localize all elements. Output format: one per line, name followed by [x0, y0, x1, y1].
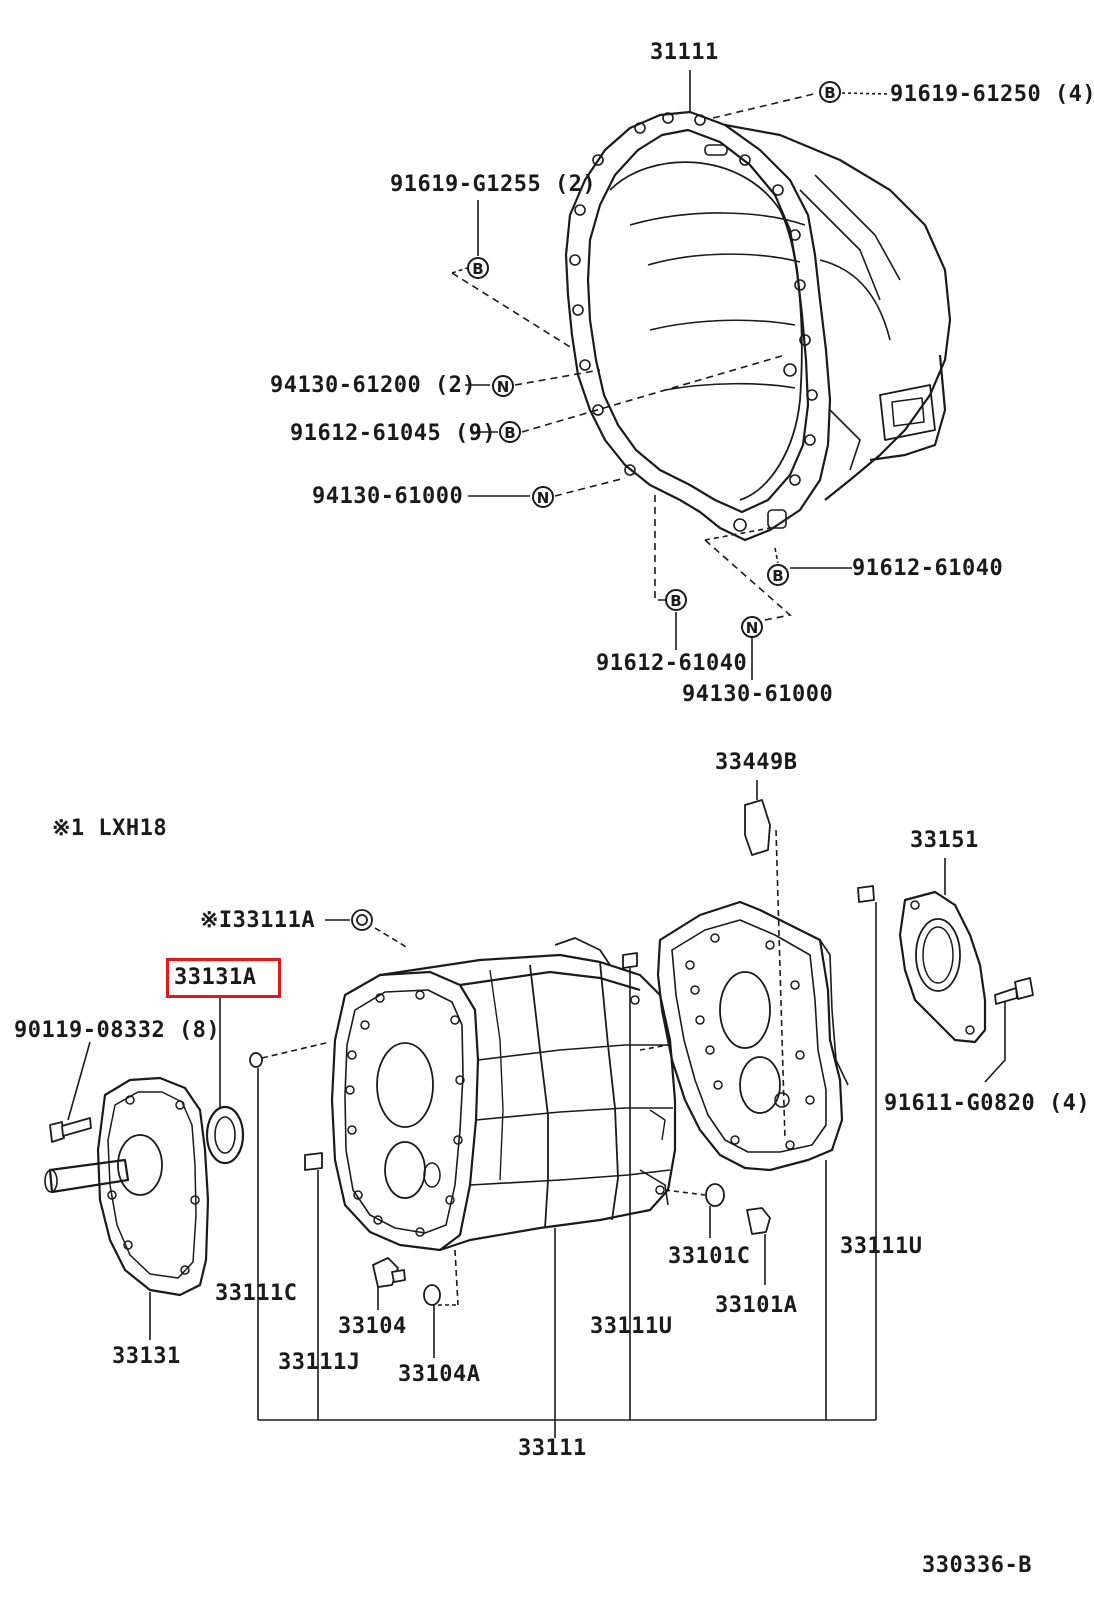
label-91611-g0820: 91611-G0820 (4): [884, 1091, 1091, 1116]
label-33111j: 33111J: [278, 1350, 361, 1375]
label-33111a: ※I33111A: [200, 908, 316, 933]
note-lxh18: ※1 LXH18: [52, 816, 168, 841]
diagram-id: 330336-B: [922, 1553, 1032, 1578]
label-90119-08332: 90119-08332 (8): [14, 1018, 221, 1043]
bolt-symbol: [467, 257, 489, 279]
svg-text:N: N: [497, 378, 510, 396]
label-33101c: 33101C: [668, 1244, 751, 1269]
label-33111c: 33111C: [215, 1281, 298, 1306]
label-33131: 33131: [112, 1344, 181, 1369]
clutch-housing-31111: [564, 110, 952, 542]
label-31111-top: 31111: [650, 40, 719, 65]
lower-leader-lines: [67, 780, 1006, 1438]
label-33101a: 33101A: [715, 1293, 798, 1318]
small-parts: [49, 799, 1034, 1306]
label-91612-61040-b: 91612-61040: [596, 651, 748, 676]
upper-leader-lines: [451, 70, 889, 680]
label-91612-61040-a: 91612-61040: [852, 556, 1004, 581]
svg-text:N: N: [746, 619, 759, 637]
label-33104: 33104: [338, 1314, 407, 1339]
svg-text:N: N: [537, 489, 550, 507]
label-91619-g1255: 91619-G1255 (2): [390, 172, 597, 197]
label-91619-61250: 91619-61250 (4): [890, 82, 1094, 107]
label-94130-61200: 94130-61200 (2): [270, 373, 477, 398]
highlight-box-33131a: [166, 958, 281, 998]
nut-symbol: N: [492, 375, 514, 397]
label-33131a: 33131A: [174, 965, 257, 990]
rear-retainer-33151: [898, 890, 987, 1044]
label-33111u-mid: 33111U: [590, 1314, 673, 1339]
bolt-symbol: [767, 564, 789, 586]
bolt-symbol: [665, 589, 687, 611]
label-33104a: 33104A: [398, 1362, 481, 1387]
bolt-symbol: [819, 81, 841, 103]
label-33111u-right: 33111U: [840, 1234, 923, 1259]
bolt-symbol: [499, 421, 521, 443]
label-91612-61045: 91612-61045 (9): [290, 421, 497, 446]
label-94130-61000-b: 94130-61000: [682, 682, 834, 707]
transmission-case-33111: [330, 937, 677, 1252]
label-33151: 33151: [910, 828, 979, 853]
oil-seal-33131A: [205, 1105, 245, 1165]
nut-symbol: N: [741, 616, 763, 638]
label-33449b: 33449B: [715, 750, 798, 775]
nut-symbol: N: [532, 486, 554, 508]
label-94130-61000-a: 94130-61000: [312, 484, 464, 509]
label-33111-bottom: 33111: [518, 1436, 587, 1461]
adapter-plate-33111U: [656, 900, 849, 1172]
front-bearing-retainer-33131: [44, 1076, 210, 1297]
